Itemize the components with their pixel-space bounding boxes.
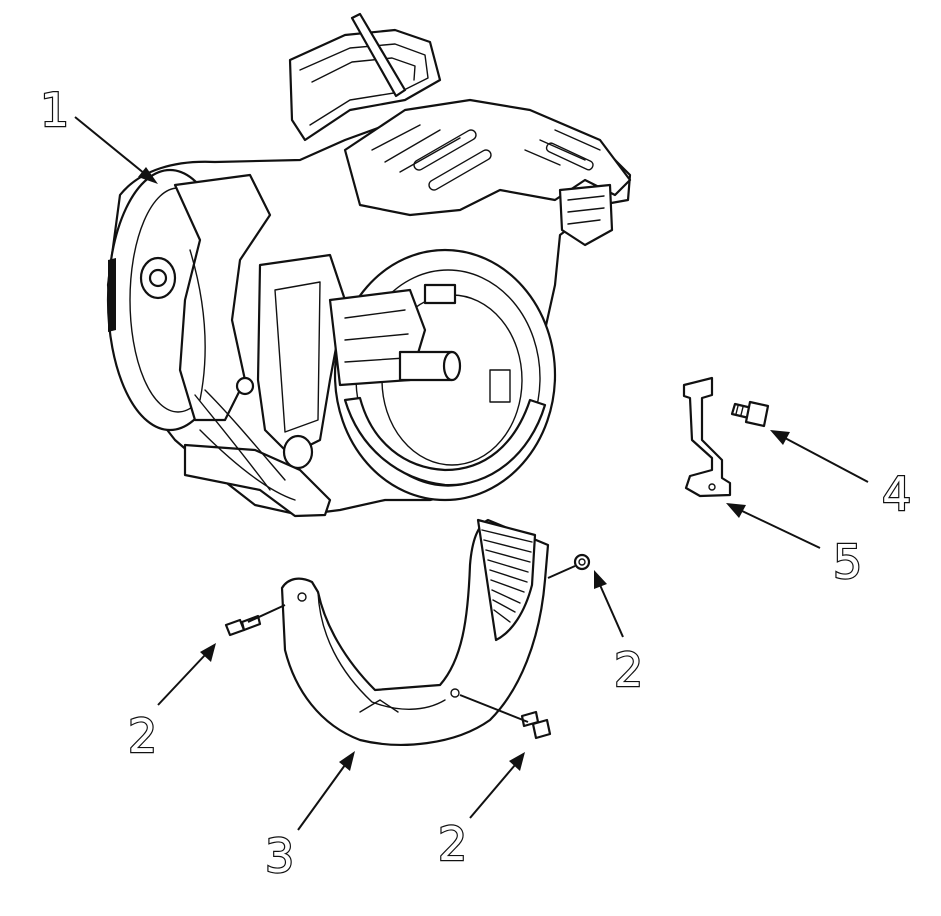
bracket bbox=[682, 376, 732, 498]
callout-label-2-right: 2 bbox=[614, 643, 643, 697]
lower-shroud-cover bbox=[280, 518, 550, 746]
callout-label-2-left: 2 bbox=[128, 709, 157, 763]
callout-label-3: 3 bbox=[265, 829, 294, 883]
callout-labels: 1 2 2 2 3 4 5 bbox=[39, 82, 913, 884]
callout-label-1: 1 bbox=[40, 83, 69, 137]
bolt bbox=[730, 400, 770, 428]
screw-right-top bbox=[573, 553, 591, 571]
shroud-grille bbox=[481, 529, 533, 623]
engine-assembly bbox=[106, 12, 632, 518]
callout-label-4: 4 bbox=[882, 467, 911, 521]
callout-label-2-bottom: 2 bbox=[438, 817, 467, 871]
callout-label-5: 5 bbox=[833, 535, 862, 589]
screw-bottom bbox=[520, 710, 552, 740]
leader-lines bbox=[74, 116, 869, 831]
